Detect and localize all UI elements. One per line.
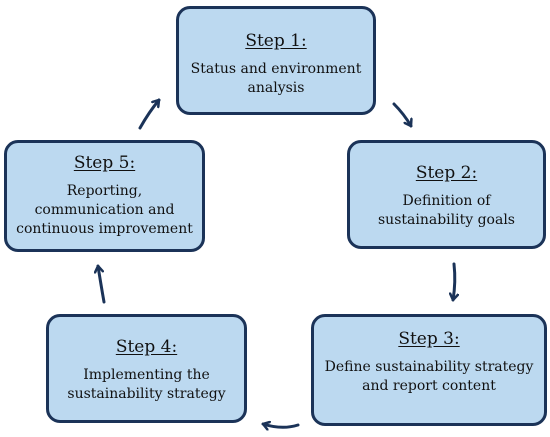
- arrow-step2-to-step3: [453, 262, 455, 302]
- step-2-title: Step 2:: [415, 163, 478, 183]
- step-2-text: Definition of sustainability goals: [378, 193, 515, 228]
- arrow-step1-to-step2: [392, 102, 411, 128]
- step-5-text: Reporting, communication and continuous …: [16, 183, 193, 237]
- arrow-step5-to-step1: [138, 98, 161, 130]
- step-3-title: Step 3:: [398, 329, 460, 349]
- step-1-text: Status and environment analysis: [190, 61, 362, 96]
- step-1-box: Step 1: Status and environment analysis: [176, 6, 376, 115]
- step-1-title: Step 1:: [245, 31, 307, 51]
- step-5-title: Step 5:: [73, 153, 136, 173]
- step-4-title: Step 4:: [115, 337, 178, 357]
- step-4-box: Step 4: Implementing the sustainability …: [46, 314, 247, 423]
- step-3-text: Define sustainability strategy and repor…: [324, 359, 534, 394]
- step-4-text: Implementing the sustainability strategy: [67, 367, 226, 402]
- step-2-box: Step 2: Definition of sustainability goa…: [347, 140, 546, 249]
- step-5-box: Step 5: Reporting, communication and con…: [4, 140, 205, 252]
- arrow-step4-to-step5: [98, 264, 106, 304]
- step-3-box: Step 3: Define sustainability strategy a…: [311, 314, 547, 426]
- arrow-step3-to-step4: [261, 424, 300, 427]
